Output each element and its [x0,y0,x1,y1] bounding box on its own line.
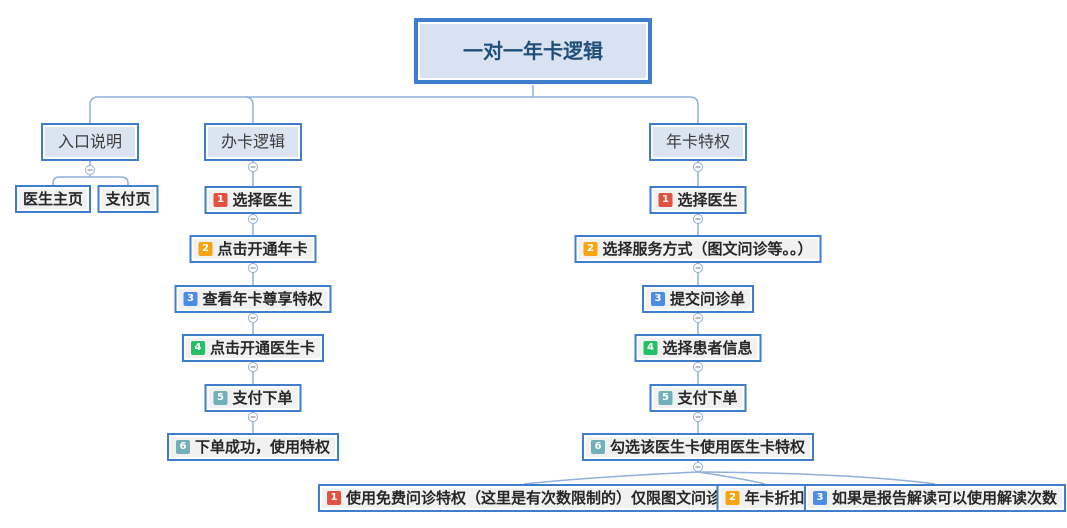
step-number-badge: 2 [583,242,598,256]
step-label: 勾选该医生卡使用医生卡特权 [609,438,806,456]
substep-node[interactable]: 1 使用免费问诊特权（这里是有次数限制的）仅限图文问诊 [317,484,731,512]
step-number-badge: 3 [650,292,665,306]
collapse-toggle-icon[interactable] [248,162,258,172]
step-label: 提交问诊单 [669,290,746,308]
step-number-badge: 2 [725,491,740,505]
step-number-badge: 5 [658,391,673,405]
branch-label: 年卡特权 [665,132,731,151]
step-label: 使用免费问诊特权（这里是有次数限制的）仅限图文问诊 [345,489,722,507]
collapse-toggle-icon[interactable] [248,362,258,372]
step-node[interactable]: 3 提交问诊单 [641,285,755,313]
subtopic-doctor-home[interactable]: 医生主页 [14,185,92,213]
step-number-badge: 4 [643,341,658,355]
subtopic-label: 医生主页 [22,190,84,208]
step-label: 点击开通年卡 [217,240,308,258]
step-number-badge: 5 [213,391,228,405]
collapse-toggle-icon[interactable] [248,263,258,273]
step-label: 选择医生 [232,191,293,209]
collapse-toggle-icon[interactable] [693,162,703,172]
step-number-badge: 1 [658,193,673,207]
collapse-toggle-icon[interactable] [248,313,258,323]
collapse-toggle-icon[interactable] [693,462,703,472]
step-number-badge: 2 [198,242,213,256]
subtopic-label: 支付页 [105,190,151,208]
collapse-toggle-icon[interactable] [693,412,703,422]
step-node[interactable]: 1 选择医生 [204,186,302,214]
step-node[interactable]: 3 查看年卡尊享特权 [174,285,332,313]
collapse-toggle-icon[interactable] [248,412,258,422]
branch-label: 入口说明 [57,132,123,151]
collapse-toggle-icon[interactable] [85,165,95,175]
step-label: 选择服务方式（图文问诊等。。） [602,240,813,258]
collapse-toggle-icon[interactable] [693,313,703,323]
branch-topic-privileges[interactable]: 年卡特权 [648,123,748,161]
step-label: 选择患者信息 [662,339,753,357]
subtopic-pay-page[interactable]: 支付页 [97,185,159,213]
connector [52,176,129,185]
step-label: 支付下单 [677,389,738,407]
step-number-badge: 1 [213,193,228,207]
step-node[interactable]: 4 点击开通医生卡 [181,334,325,362]
substep-node[interactable]: 2 年卡折扣 [716,484,814,512]
step-label: 支付下单 [232,389,293,407]
branch-topic-entry[interactable]: 入口说明 [40,123,140,161]
step-label: 点击开通医生卡 [209,339,316,357]
branch-label: 办卡逻辑 [220,132,286,151]
step-node[interactable]: 5 支付下单 [204,384,302,412]
step-number-badge: 4 [190,341,205,355]
step-label: 下单成功，使用特权 [194,438,331,456]
step-number-badge: 6 [175,440,190,454]
connector [523,471,699,485]
connector [697,471,936,485]
step-number-badge: 3 [183,292,198,306]
collapse-toggle-icon[interactable] [693,214,703,224]
collapse-toggle-icon[interactable] [693,263,703,273]
step-node[interactable]: 6 下单成功，使用特权 [166,433,340,461]
root-topic[interactable]: 一对一年卡逻辑 [414,18,652,84]
connector [244,96,254,123]
connector [89,96,699,123]
step-number-badge: 6 [590,440,605,454]
collapse-toggle-icon[interactable] [248,214,258,224]
step-number-badge: 3 [812,491,827,505]
step-node[interactable]: 2 点击开通年卡 [189,235,317,263]
step-node[interactable]: 2 选择服务方式（图文问诊等。。） [574,235,822,263]
root-topic-label: 一对一年卡逻辑 [463,39,603,63]
step-label: 年卡折扣 [744,489,805,507]
branch-topic-card-logic[interactable]: 办卡逻辑 [203,123,303,161]
step-label: 查看年卡尊享特权 [202,290,323,308]
step-label: 如果是报告解读可以使用解读次数 [831,489,1058,507]
connector [697,471,766,485]
step-number-badge: 1 [326,491,341,505]
collapse-toggle-icon[interactable] [693,362,703,372]
step-node[interactable]: 5 支付下单 [649,384,747,412]
step-node[interactable]: 1 选择医生 [649,186,747,214]
step-label: 选择医生 [677,191,738,209]
step-node[interactable]: 6 勾选该医生卡使用医生卡特权 [581,433,815,461]
step-node[interactable]: 4 选择患者信息 [634,334,762,362]
substep-node[interactable]: 3 如果是报告解读可以使用解读次数 [803,484,1067,512]
